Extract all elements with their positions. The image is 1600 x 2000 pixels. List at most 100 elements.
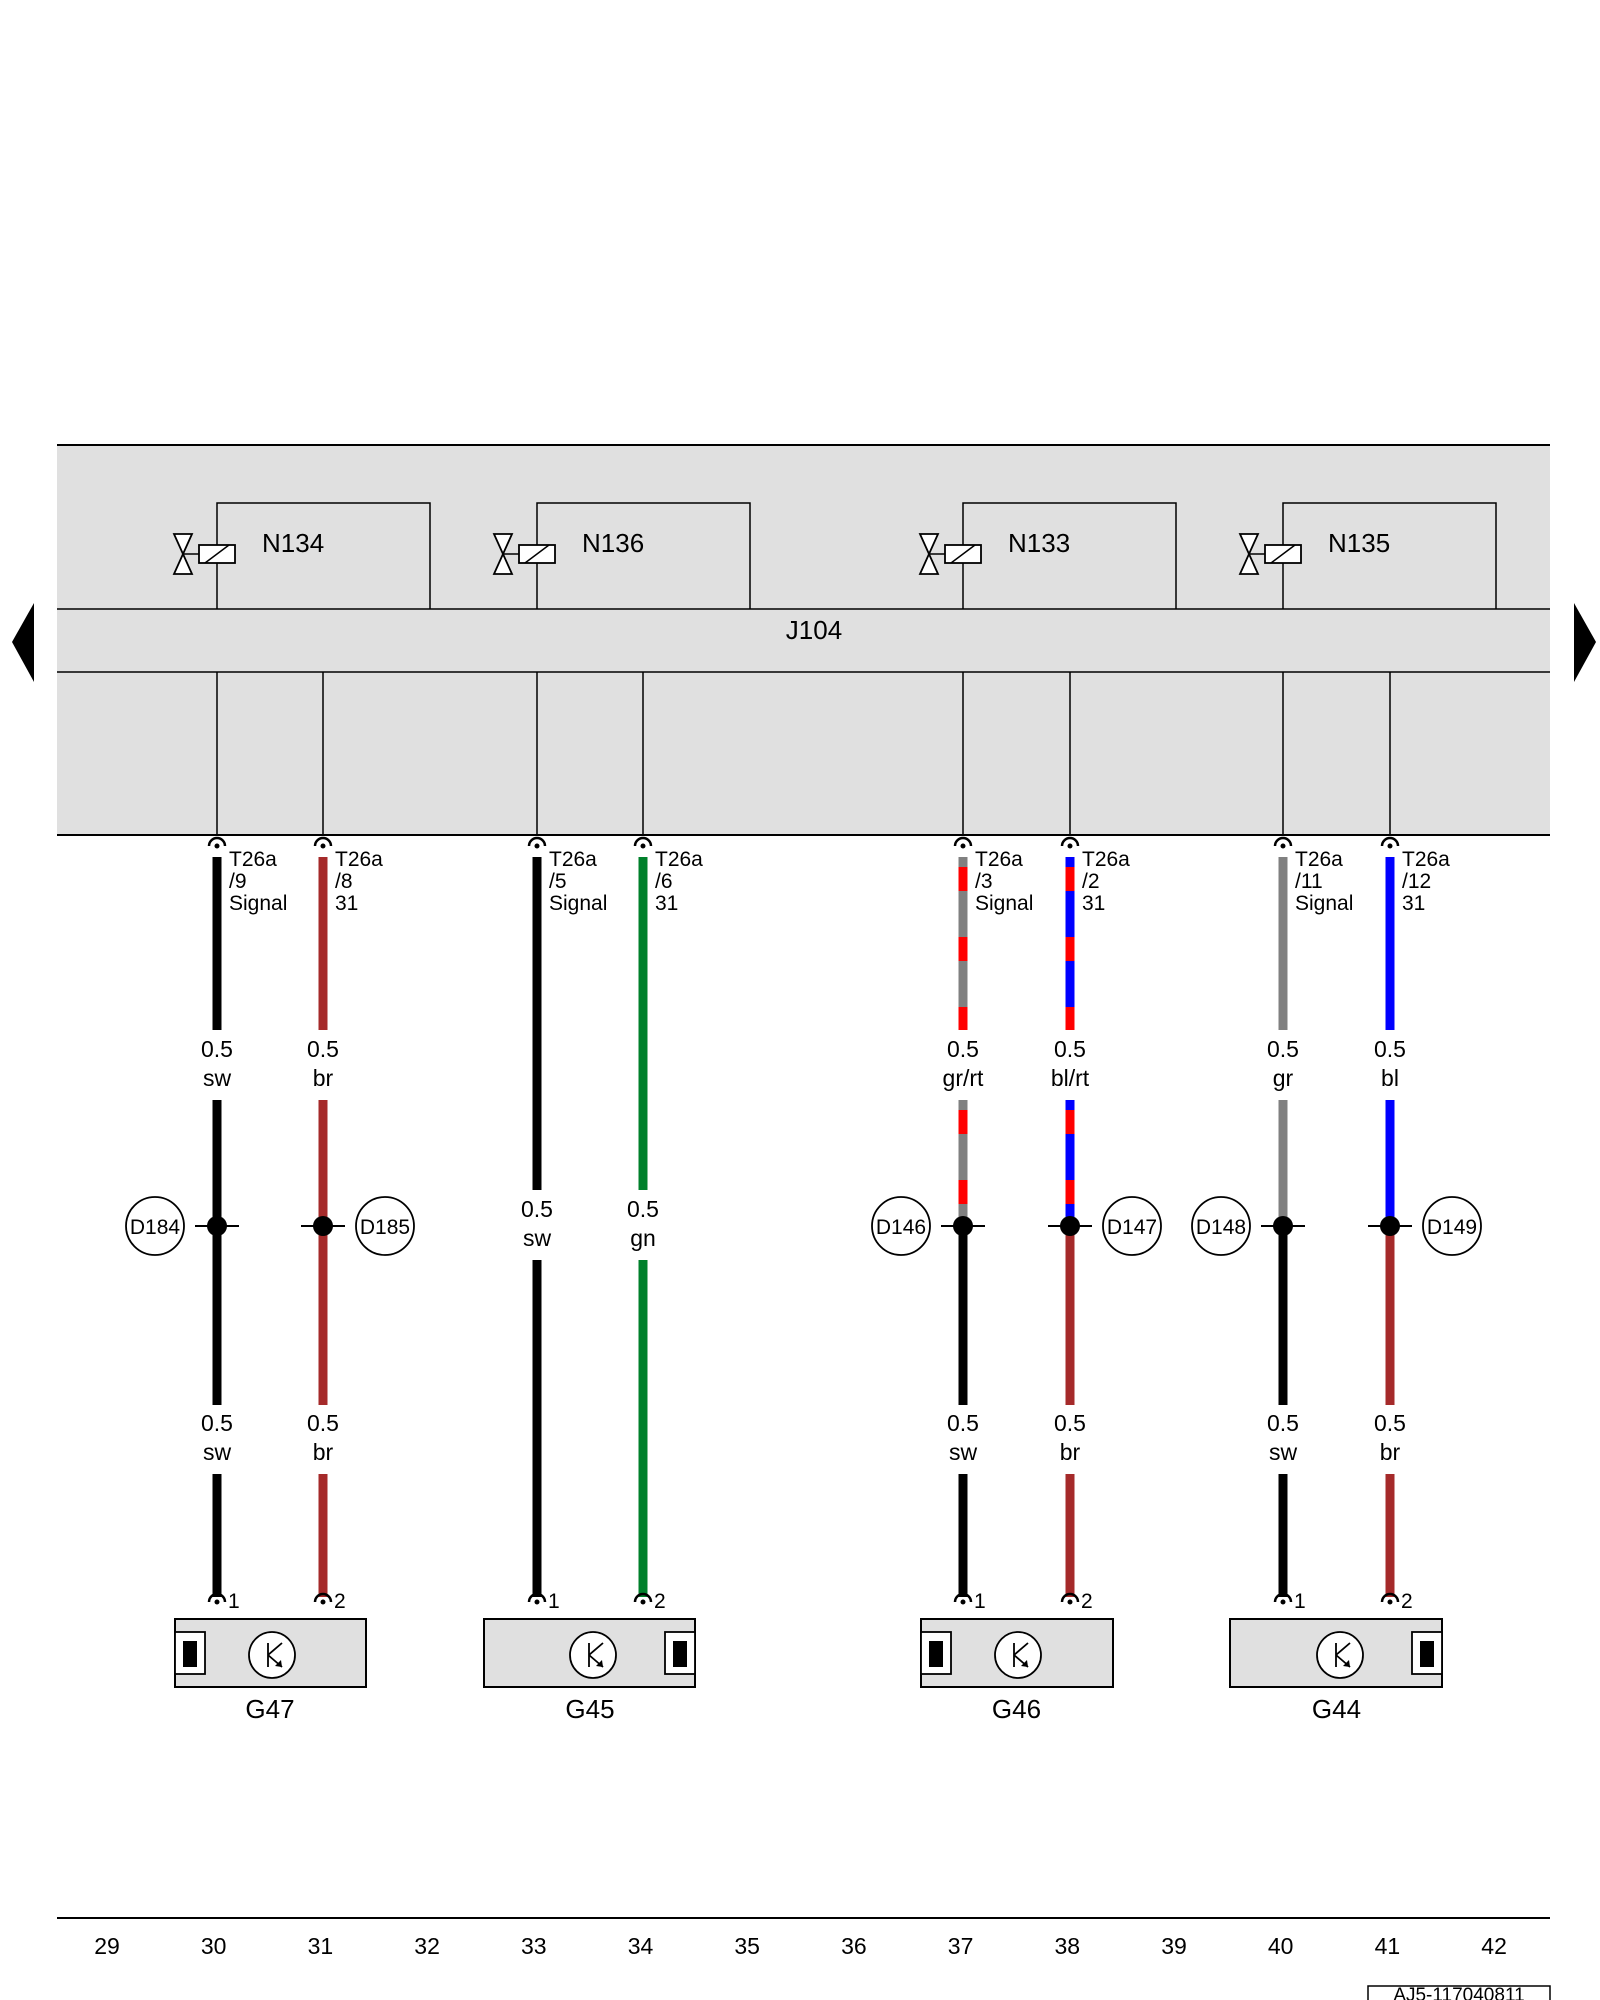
solenoid-coil-slash	[204, 544, 230, 564]
wire-size-label: 0.5	[1374, 1410, 1406, 1436]
splice-point: D149	[1368, 1196, 1482, 1256]
sensor-symbol-icon	[248, 1631, 296, 1679]
sensor-symbol-icon	[994, 1631, 1042, 1679]
sensor-symbol-circle	[994, 1631, 1042, 1679]
valve-label: N135	[1328, 528, 1390, 558]
connector-pin-icon-dot	[320, 843, 326, 849]
splice-point: D146	[871, 1196, 985, 1256]
sensor-symbol-arrow	[275, 1660, 282, 1667]
wire-color-label: sw	[203, 1439, 232, 1465]
connector-label: T26a	[229, 848, 277, 871]
sensor-pin-label: 1	[974, 1590, 986, 1613]
sensor-symbol-circle	[569, 1631, 617, 1679]
pin-label: /3	[975, 870, 993, 893]
splice-id-label: D184	[130, 1216, 181, 1239]
solenoid-valve-n136: N136	[492, 502, 751, 609]
splice-id-circle	[1102, 1196, 1162, 1256]
wire-color-label: bl/rt	[1051, 1065, 1090, 1091]
splice-id-label: D148	[1196, 1216, 1246, 1239]
wire-size-label: 0.5	[627, 1196, 659, 1222]
sensor-pin-icon	[313, 1592, 333, 1603]
sensor-g45: G45	[483, 1618, 696, 1724]
connector-pin-icon-dot	[1387, 843, 1393, 849]
sensor-symbol-arm	[267, 1642, 283, 1656]
grid-number: 41	[1375, 1933, 1401, 1959]
connector-label: T26a	[1082, 848, 1130, 871]
sensor-pin-icon-dot	[320, 1599, 326, 1605]
sensor-pin-label: 1	[1294, 1590, 1306, 1613]
wire-color-label: sw	[203, 1065, 232, 1091]
sensor-pin-icon-dot	[534, 1599, 540, 1605]
connector-pin-icon	[527, 836, 547, 847]
pin-function-label: 31	[1402, 892, 1425, 915]
sensor-symbol-circle	[248, 1631, 296, 1679]
connector-label: T26a	[655, 848, 703, 871]
sensor-g44: G44	[1229, 1618, 1443, 1724]
wire-color-label: br	[313, 1439, 334, 1465]
wire-color-label: br	[313, 1065, 334, 1091]
control-module-j104: J104	[57, 444, 1550, 836]
grid-number: 34	[628, 1933, 654, 1959]
wire-color-label: sw	[523, 1225, 552, 1251]
sensor-plug-contact	[673, 1641, 687, 1667]
prev-page-arrow-icon[interactable]	[12, 603, 34, 682]
wire-size-label: 0.5	[1267, 1036, 1299, 1062]
pin-function-label: Signal	[229, 892, 287, 915]
grid-number: 29	[94, 1933, 120, 1959]
wire-size-label: 0.5	[1267, 1410, 1299, 1436]
splice-point: D148	[1191, 1196, 1305, 1256]
sensor-pin-label: 2	[654, 1590, 666, 1613]
reference-box: AJ5-117040811	[1367, 1985, 1551, 2000]
pin-label: /2	[1082, 870, 1100, 893]
wire-color-label: br	[1380, 1439, 1401, 1465]
sensor-symbol-arm	[588, 1642, 604, 1656]
sensor-pin-icon	[1060, 1592, 1080, 1603]
connector-pin-icon	[633, 836, 653, 847]
solenoid-valve-n135: N135	[1238, 502, 1497, 609]
sensor-symbol-arrow	[1343, 1660, 1350, 1667]
wire-size-label: 0.5	[307, 1036, 339, 1062]
grid-number: 42	[1481, 1933, 1507, 1959]
connector-pin-icon	[1060, 836, 1080, 847]
pin-function-label: 31	[655, 892, 678, 915]
wire-group: T26a/9Signal0.5sw0.5swD1841T26a/8310.5br…	[125, 672, 1482, 1613]
sensor-plug-contact	[183, 1641, 197, 1667]
pin-label: /12	[1402, 870, 1431, 893]
wire-color-label: br	[1060, 1439, 1081, 1465]
connector-pin-icon	[207, 836, 227, 847]
grid-number: 36	[841, 1933, 867, 1959]
wire-color-label: gn	[630, 1225, 656, 1251]
grid-number: 32	[414, 1933, 440, 1959]
connector-pin-icon-dot	[534, 843, 540, 849]
wire-size-label: 0.5	[947, 1036, 979, 1062]
wire-size-label: 0.5	[521, 1196, 553, 1222]
wire-size-label: 0.5	[947, 1410, 979, 1436]
sensor-pin-icon	[953, 1592, 973, 1603]
connector-pin-icon	[953, 836, 973, 847]
solenoid-coil-slash	[950, 544, 976, 564]
next-page-arrow-icon[interactable]	[1574, 603, 1596, 682]
pin-label: /5	[549, 870, 567, 893]
grid-number: 37	[948, 1933, 974, 1959]
sensor-label: G44	[1312, 1694, 1361, 1724]
sensor-pin-icon-dot	[960, 1599, 966, 1605]
sensor-symbol-arm	[1335, 1642, 1351, 1656]
grid-number: 35	[734, 1933, 760, 1959]
wire-color-label: bl	[1381, 1065, 1399, 1091]
sensor-pin-icon	[1380, 1592, 1400, 1603]
splice-id-label: D146	[876, 1216, 926, 1239]
connector-pin-icon	[313, 836, 333, 847]
connector-pin-icon	[1273, 836, 1293, 847]
sensor-symbol-arrow	[596, 1660, 603, 1667]
splice-id-label: D149	[1427, 1216, 1477, 1239]
grid-number: 31	[308, 1933, 334, 1959]
wire-color-label: gr/rt	[943, 1065, 985, 1091]
connector-label: T26a	[1402, 848, 1450, 871]
